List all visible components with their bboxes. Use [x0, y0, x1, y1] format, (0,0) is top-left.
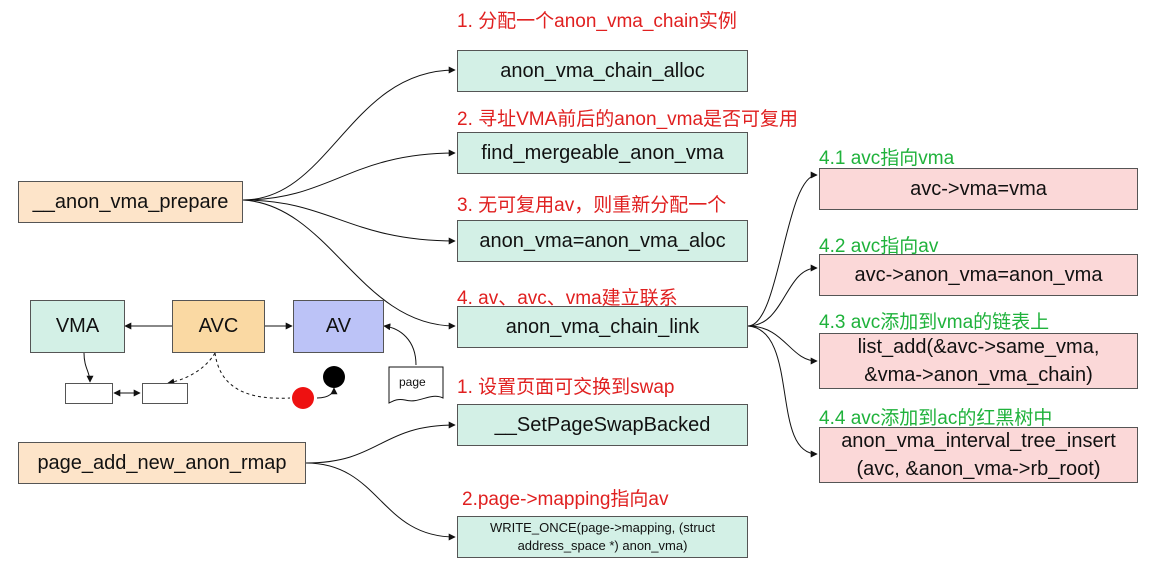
avc-anon-vma-text: avc->anon_vma=anon_vma: [854, 263, 1103, 286]
chain-link-box: anon_vma_chain_link: [457, 306, 748, 348]
step-4-3-label: 4.3 avc添加到vma的链表上: [819, 312, 1050, 333]
page-document-shape: [388, 366, 444, 404]
chain-alloc-box: anon_vma_chain_alloc: [457, 50, 748, 92]
step-4-2-label: 4.2 avc指向av: [819, 236, 939, 257]
anon-vma-aloc-box: anon_vma=anon_vma_aloc: [457, 220, 748, 262]
av-node-text: AV: [325, 315, 352, 337]
vma-node-text: VMA: [55, 315, 100, 337]
anon-vma-prepare-text: __anon_vma_prepare: [32, 190, 229, 213]
page-add-new-anon-rmap-box: page_add_new_anon_rmap: [18, 442, 306, 484]
find-mergeable-box: find_mergeable_anon_vma: [457, 132, 748, 174]
avc-vma-text: avc->vma=vma: [910, 177, 1047, 200]
avc-node: AVC: [172, 300, 265, 353]
page-step-2-label: 2.page->mapping指向av: [462, 489, 669, 510]
interval-tree-insert-line-2: (avc, &anon_vma->rb_root): [856, 458, 1101, 480]
set-page-swap-backed-text: __SetPageSwapBacked: [494, 413, 711, 436]
anon-vma-prepare-box: __anon_vma_prepare: [18, 181, 243, 223]
find-mergeable-text: find_mergeable_anon_vma: [481, 141, 724, 164]
chain-alloc-text: anon_vma_chain_alloc: [500, 59, 705, 82]
interval-tree-insert-box: anon_vma_interval_tree_insert (avc, &ano…: [819, 427, 1138, 483]
avc-anon-vma-box: avc->anon_vma=anon_vma: [819, 254, 1138, 296]
red-dot-marker: [292, 387, 314, 409]
step-3-label: 3. 无可复用av，则重新分配一个: [457, 195, 727, 216]
step-2-label: 2. 寻址VMA前后的anon_vma是否可复用: [457, 109, 799, 130]
page-add-new-anon-rmap-text: page_add_new_anon_rmap: [37, 451, 287, 474]
list-add-line-1: list_add(&avc->same_vma,: [857, 336, 1100, 358]
vma-node: VMA: [30, 300, 125, 353]
step-4-1-label: 4.1 avc指向vma: [819, 148, 955, 169]
step-4-label: 4. av、avc、vma建立联系: [457, 288, 678, 309]
write-once-box: WRITE_ONCE(page->mapping, (struct addres…: [457, 516, 748, 558]
page-label: page: [399, 375, 426, 389]
list-node-left: [65, 383, 113, 404]
step-4-4-label: 4.4 avc添加到ac的红黑树中: [819, 408, 1053, 429]
write-once-line-1: WRITE_ONCE(page->mapping, (struct: [489, 520, 716, 536]
avc-node-text: AVC: [198, 315, 239, 337]
write-once-line-2: address_space *) anon_vma): [517, 538, 688, 553]
list-add-box: list_add(&avc->same_vma, &vma->anon_vma_…: [819, 333, 1138, 389]
set-page-swap-backed-box: __SetPageSwapBacked: [457, 404, 748, 446]
avc-vma-box: avc->vma=vma: [819, 168, 1138, 210]
list-node-right: [142, 383, 188, 404]
list-add-line-2: &vma->anon_vma_chain): [864, 364, 1093, 386]
step-1-label: 1. 分配一个anon_vma_chain实例: [457, 11, 737, 32]
page-step-1-label: 1. 设置页面可交换到swap: [457, 377, 675, 398]
interval-tree-insert-line-1: anon_vma_interval_tree_insert: [841, 430, 1116, 452]
black-dot-marker: [323, 366, 345, 388]
av-node: AV: [293, 300, 384, 353]
anon-vma-aloc-text: anon_vma=anon_vma_aloc: [479, 229, 726, 252]
chain-link-text: anon_vma_chain_link: [505, 315, 700, 338]
